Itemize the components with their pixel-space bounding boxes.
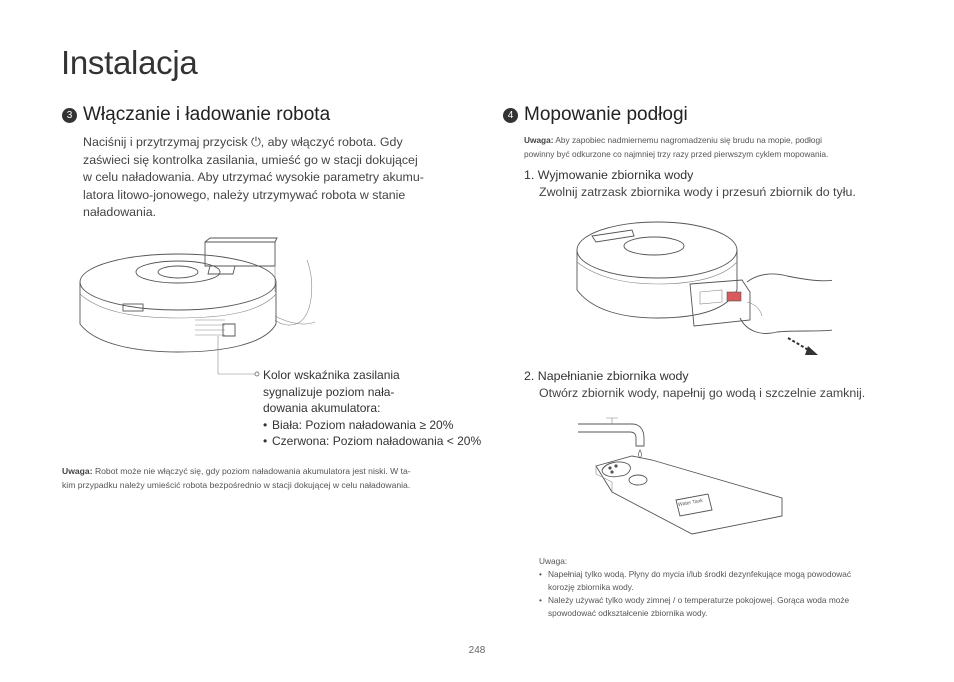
list-item: Należy używać tylko wody zimnej / o temp… <box>539 594 909 620</box>
paragraph-line: naładowania. <box>83 205 157 220</box>
paragraph-line: w celu naładowania. Aby utrzymać wysokie… <box>83 170 424 185</box>
list-item: Napełniaj tylko wodą. Płyny do mycia i/l… <box>539 568 909 594</box>
section-3-paragraph: Naciśnij i przytrzymaj przycisk ⏻, aby w… <box>83 134 463 222</box>
note-text: spowodować odkształcenie zbiornika wody. <box>548 608 708 618</box>
step-1-body: Zwolnij zatrzask zbiornika wody i przesu… <box>539 185 856 199</box>
page-title: Instalacja <box>61 44 198 81</box>
callout-line: sygnalizuje poziom nała- <box>263 384 395 399</box>
section-4-note: Uwaga: Aby zapobiec nadmiernemu nagromad… <box>524 134 884 161</box>
bottom-note-list: Napełniaj tylko wodą. Płyny do mycia i/l… <box>539 568 909 620</box>
section-3-note: Uwaga: Robot może nie włączyć się, gdy p… <box>62 464 452 492</box>
note-label: Uwaga: <box>62 466 93 476</box>
section-4-title: Mopowanie podłogi <box>524 104 688 125</box>
list-item: Biała: Poziom naładowania ≥ 20% <box>263 417 503 434</box>
step-2-heading: 2. Napełnianie zbiornika wody <box>524 369 689 383</box>
note-label: Uwaga: <box>524 135 554 145</box>
list-item: Czerwona: Poziom naładowania < 20% <box>263 433 503 450</box>
paragraph-line: latora litowo-jonowego, należy utrzymywa… <box>83 187 406 202</box>
power-indicator-callout: Kolor wskaźnika zasilania sygnalizuje po… <box>263 367 503 450</box>
indicator-color-list: Biała: Poziom naładowania ≥ 20% Czerwona… <box>263 417 503 450</box>
step-number-badge: 3 <box>62 107 77 123</box>
section-4-bottom-notes: Uwaga: Napełniaj tylko wodą. Płyny do my… <box>539 555 909 620</box>
note-text: Napełniaj tylko wodą. Płyny do mycia i/l… <box>548 569 851 579</box>
step-2-body: Otwórz zbiornik wody, napełnij go wodą i… <box>539 386 866 400</box>
note-text: korozję zbiornika wody. <box>548 582 634 592</box>
tank-removal-illustration <box>576 221 832 355</box>
step-number-badge: 4 <box>503 107 518 123</box>
note-text: powinny być odkurzone co najmniej trzy r… <box>524 148 829 159</box>
section-3-title: Włączanie i ładowanie robota <box>83 104 331 125</box>
callout-line: dowania akumulatora: <box>263 401 381 415</box>
note-text: Aby zapobiec nadmiernemu nagromadzeniu s… <box>553 135 822 145</box>
page-number: 248 <box>468 645 486 656</box>
note-label: Uwaga: <box>539 556 568 566</box>
step-1-heading: 1. Wyjmowanie zbiornika wody <box>524 168 694 182</box>
paragraph-line: zaświeci się kontrolka zasilania, umieść… <box>83 152 418 167</box>
note-text: Robot może nie włączyć się, gdy poziom n… <box>92 466 411 476</box>
robot-dock-illustration <box>79 237 316 377</box>
tank-filling-illustration <box>578 417 783 535</box>
note-text: Należy używać tylko wody zimnej / o temp… <box>548 595 850 605</box>
callout-line: Kolor wskaźnika zasilania <box>263 368 400 382</box>
note-text: kim przypadku należy umieścić robota bez… <box>62 480 411 490</box>
section-3-heading: 3 Włączanie i ładowanie robota <box>62 104 330 126</box>
paragraph-line: Naciśnij i przytrzymaj przycisk ⏻, aby w… <box>83 135 403 149</box>
section-4-heading: 4 Mopowanie podłogi <box>503 104 688 126</box>
